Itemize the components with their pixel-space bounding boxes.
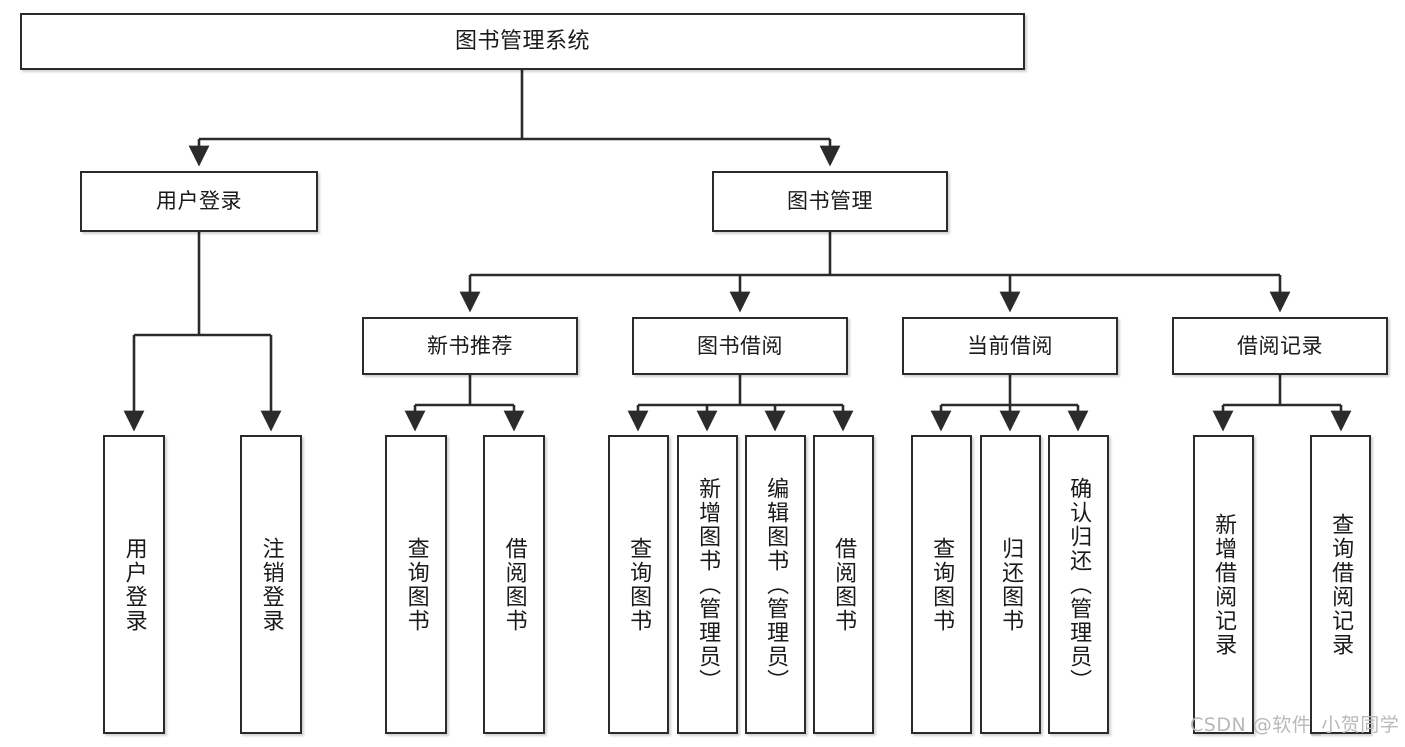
- node-leaf-borrow-book-recommend[interactable]: 借阅图书: [483, 435, 545, 734]
- node-leaf-query-borrow-record[interactable]: 查询借阅记录: [1310, 435, 1371, 734]
- node-leaf-confirm-return-admin[interactable]: 确认归还（管理员）: [1048, 435, 1109, 734]
- node-label: 图书管理系统: [454, 28, 590, 54]
- node-root-book-management-system[interactable]: 图书管理系统: [20, 13, 1025, 70]
- node-label: 查询图书: [403, 536, 429, 633]
- node-user-login[interactable]: 用户登录: [80, 171, 318, 232]
- node-borrow-record[interactable]: 借阅记录: [1172, 317, 1388, 375]
- node-leaf-user-logout[interactable]: 注销登录: [240, 435, 302, 734]
- node-leaf-query-book-recommend[interactable]: 查询图书: [385, 435, 447, 734]
- node-label: 借阅记录: [1237, 333, 1323, 358]
- node-current-borrow[interactable]: 当前借阅: [902, 317, 1118, 375]
- node-leaf-add-borrow-record[interactable]: 新增借阅记录: [1193, 435, 1254, 734]
- node-leaf-borrow-book[interactable]: 借阅图书: [813, 435, 874, 734]
- node-label: 新增借阅记录: [1211, 512, 1237, 657]
- node-leaf-add-book-admin[interactable]: 新增图书（管理员）: [677, 435, 738, 734]
- node-book-borrow[interactable]: 图书借阅: [632, 317, 848, 375]
- node-new-book-recommend[interactable]: 新书推荐: [362, 317, 578, 375]
- node-label: 查询图书: [626, 536, 652, 633]
- node-label: 用户登录: [156, 189, 242, 214]
- node-label: 借阅图书: [831, 536, 857, 633]
- node-label: 当前借阅: [967, 333, 1053, 358]
- node-label: 新增图书（管理员）: [695, 476, 721, 693]
- node-leaf-query-book-borrow[interactable]: 查询图书: [608, 435, 669, 734]
- node-label: 编辑图书（管理员）: [763, 476, 789, 693]
- node-leaf-edit-book-admin[interactable]: 编辑图书（管理员）: [745, 435, 806, 734]
- watermark-text: CSDN @软件_小贺同学: [1190, 714, 1400, 736]
- node-label: 查询图书: [929, 536, 955, 633]
- node-leaf-return-book[interactable]: 归还图书: [980, 435, 1041, 734]
- node-label: 确认归还（管理员）: [1066, 476, 1092, 693]
- node-book-management[interactable]: 图书管理: [712, 171, 948, 232]
- node-label: 用户登录: [121, 536, 147, 633]
- node-label: 注销登录: [258, 536, 284, 633]
- node-leaf-user-login[interactable]: 用户登录: [103, 435, 165, 734]
- node-leaf-query-book-current[interactable]: 查询图书: [911, 435, 972, 734]
- node-label: 图书借阅: [697, 333, 783, 358]
- node-label: 新书推荐: [427, 333, 513, 358]
- node-label: 借阅图书: [501, 536, 527, 633]
- node-label: 查询借阅记录: [1328, 512, 1354, 657]
- node-label: 归还图书: [998, 536, 1024, 633]
- node-label: 图书管理: [787, 189, 873, 214]
